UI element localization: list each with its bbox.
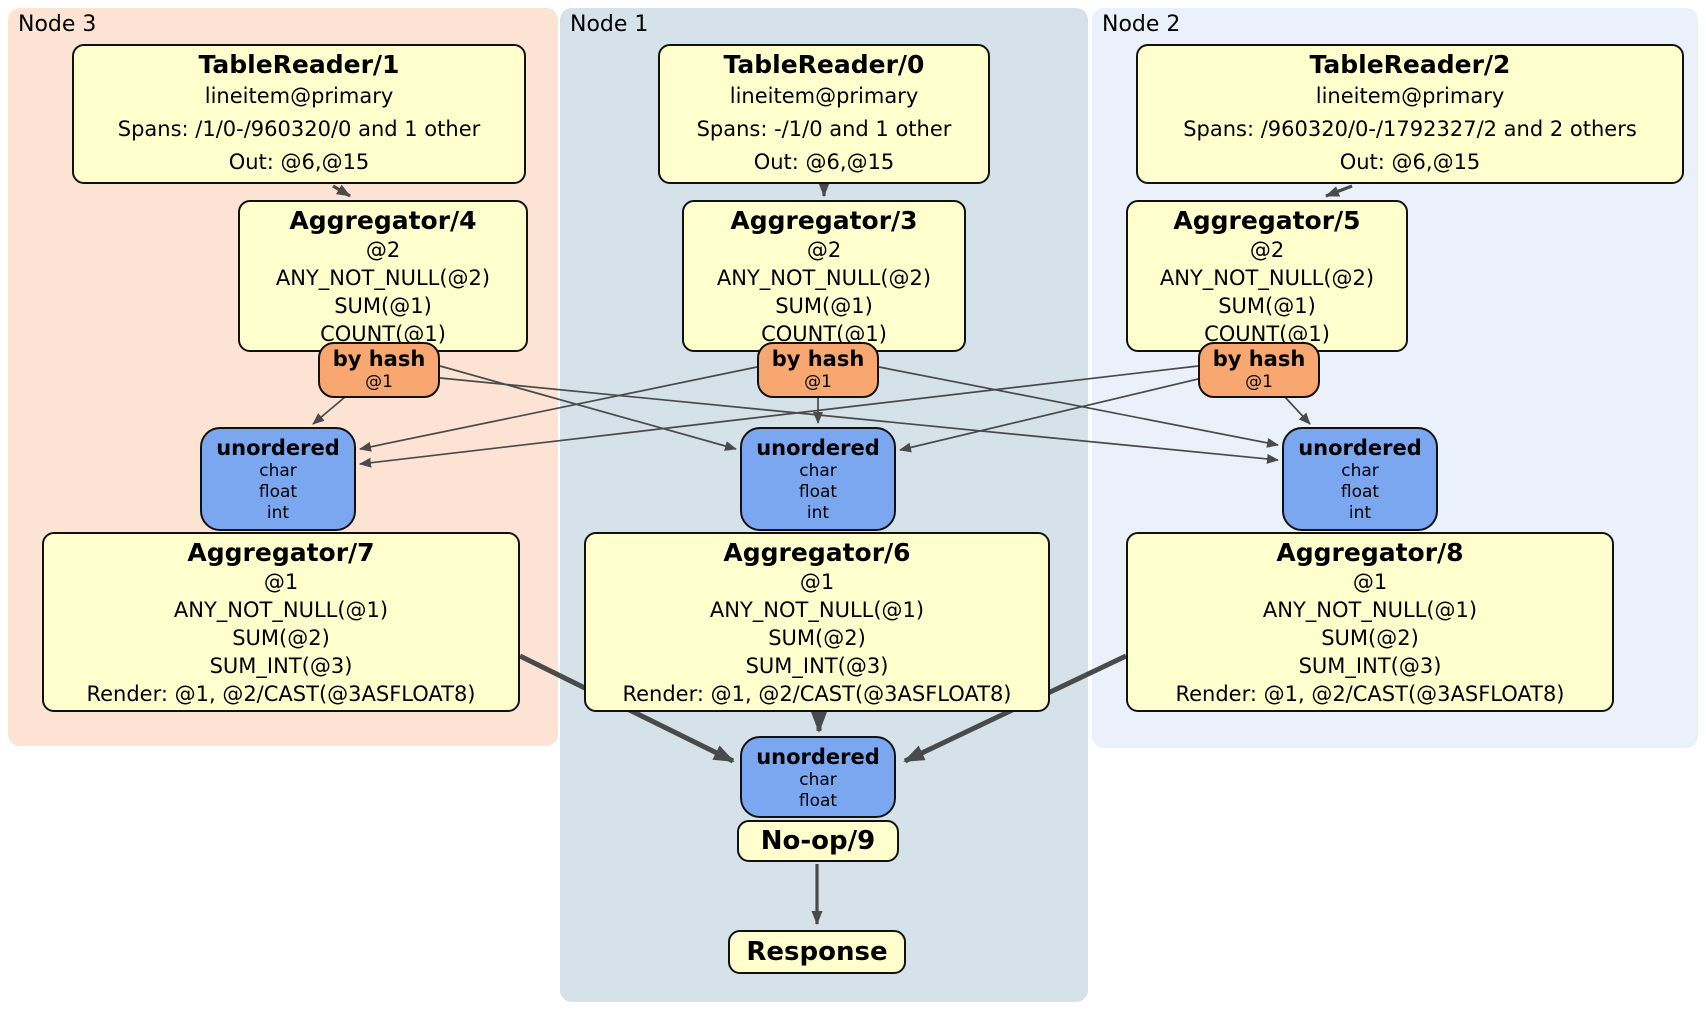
edge-hash3-sync2 — [439, 377, 1279, 464]
box-line: SUM(@1) — [1218, 294, 1316, 318]
box-line: @1 — [799, 570, 835, 594]
unordered-sync-final: unordered char float — [740, 736, 896, 818]
box-title: No-op/9 — [760, 826, 876, 856]
box-title: TableReader/1 — [198, 50, 400, 79]
sync-title: unordered — [1298, 436, 1422, 460]
sync-type: char — [259, 461, 297, 481]
edge-hash3-sync1 — [439, 365, 737, 451]
noop-box: No-op/9 — [737, 820, 899, 862]
router-key: @1 — [365, 372, 393, 392]
router-title: by hash — [332, 347, 426, 371]
edge-hash2-sync3 — [359, 365, 1199, 468]
box-line: Out: @6,@15 — [1339, 150, 1481, 174]
box-line: SUM_INT(@3) — [745, 654, 889, 678]
box-line: Spans: /960320/0-/1792327/2 and 2 others — [1183, 117, 1637, 141]
box-line: SUM(@2) — [1321, 626, 1419, 650]
sync-title: unordered — [756, 745, 880, 769]
box-line: Out: @6,@15 — [228, 150, 370, 174]
box-line: Spans: -/1/0 and 1 other — [696, 117, 952, 141]
box-line: Render: @1, @2/CAST(@3ASFLOAT8) — [1175, 682, 1565, 706]
box-line: ANY_NOT_NULL(@2) — [275, 266, 491, 290]
sync-type: float — [798, 791, 838, 811]
sync-type: char — [799, 461, 837, 481]
sync-title: unordered — [216, 436, 340, 460]
aggregator-5-box: Aggregator/5 @2 ANY_NOT_NULL(@2) SUM(@1)… — [1126, 200, 1408, 352]
box-line: ANY_NOT_NULL(@1) — [709, 598, 925, 622]
sync-type: char — [1341, 461, 1379, 481]
node2-label: Node 2 — [1102, 12, 1181, 37]
sync-type: int — [266, 503, 290, 523]
edge-hash1-sync3 — [359, 366, 758, 452]
box-line: SUM(@2) — [232, 626, 330, 650]
box-title: Aggregator/4 — [289, 206, 477, 235]
sync-type: int — [806, 503, 830, 523]
box-line: @2 — [806, 238, 842, 262]
edge-hash2-sync2 — [1283, 395, 1311, 425]
box-line: @2 — [365, 238, 401, 262]
box-title: Aggregator/3 — [730, 206, 918, 235]
sync-type: float — [258, 482, 298, 502]
response-box: Response — [728, 930, 906, 974]
box-line: SUM_INT(@3) — [1298, 654, 1442, 678]
box-line: lineitem@primary — [204, 84, 394, 108]
sync-type: char — [799, 770, 837, 790]
box-line: lineitem@primary — [1315, 84, 1505, 108]
box-line: Out: @6,@15 — [753, 150, 895, 174]
box-line: @1 — [1352, 570, 1388, 594]
edge-hash2-sync1 — [899, 378, 1199, 453]
tablereader-0-box: TableReader/0 lineitem@primary Spans: -/… — [658, 44, 990, 184]
box-line: SUM(@2) — [768, 626, 866, 650]
sync-type: int — [1348, 503, 1372, 523]
box-line: @2 — [1249, 238, 1285, 262]
box-title: Aggregator/8 — [1276, 538, 1464, 567]
aggregator-7-box: Aggregator/7 @1 ANY_NOT_NULL(@1) SUM(@2)… — [42, 532, 520, 712]
edge-tr2-agg5 — [1325, 184, 1353, 198]
unordered-sync-node2: unordered char float int — [1282, 427, 1438, 531]
box-line: ANY_NOT_NULL(@2) — [716, 266, 932, 290]
box-line: Render: @1, @2/CAST(@3ASFLOAT8) — [86, 682, 476, 706]
box-line: ANY_NOT_NULL(@2) — [1159, 266, 1375, 290]
edge-tr1-agg4 — [332, 184, 351, 198]
box-title: TableReader/0 — [723, 50, 925, 79]
router-key: @1 — [804, 372, 832, 392]
hash-router-node2: by hash @1 — [1198, 342, 1320, 398]
box-title: Aggregator/6 — [723, 538, 911, 567]
hash-router-node1: by hash @1 — [757, 342, 879, 398]
box-line: Render: @1, @2/CAST(@3ASFLOAT8) — [622, 682, 1012, 706]
aggregator-6-box: Aggregator/6 @1 ANY_NOT_NULL(@1) SUM(@2)… — [584, 532, 1050, 712]
sync-type: float — [1340, 482, 1380, 502]
box-line: Spans: /1/0-/960320/0 and 1 other — [117, 117, 481, 141]
edge-hash1-sync2 — [878, 366, 1279, 448]
box-line: @1 — [263, 570, 299, 594]
node1-label: Node 1 — [570, 12, 649, 37]
router-title: by hash — [771, 347, 865, 371]
aggregator-4-box: Aggregator/4 @2 ANY_NOT_NULL(@2) SUM(@1)… — [238, 200, 528, 352]
box-line: lineitem@primary — [729, 84, 919, 108]
box-line: SUM(@1) — [775, 294, 873, 318]
unordered-sync-node3: unordered char float int — [200, 427, 356, 531]
router-key: @1 — [1245, 372, 1273, 392]
box-title: TableReader/2 — [1309, 50, 1511, 79]
sync-title: unordered — [756, 436, 880, 460]
aggregator-3-box: Aggregator/3 @2 ANY_NOT_NULL(@2) SUM(@1)… — [682, 200, 966, 352]
box-title: Aggregator/5 — [1173, 206, 1361, 235]
node3-label: Node 3 — [18, 12, 97, 37]
hash-router-node3: by hash @1 — [318, 342, 440, 398]
aggregator-8-box: Aggregator/8 @1 ANY_NOT_NULL(@1) SUM(@2)… — [1126, 532, 1614, 712]
tablereader-1-box: TableReader/1 lineitem@primary Spans: /1… — [72, 44, 526, 184]
box-line: ANY_NOT_NULL(@1) — [1262, 598, 1478, 622]
router-title: by hash — [1212, 347, 1306, 371]
sync-type: float — [798, 482, 838, 502]
box-line: SUM_INT(@3) — [209, 654, 353, 678]
edge-hash3-sync3 — [312, 396, 346, 425]
box-line: ANY_NOT_NULL(@1) — [173, 598, 389, 622]
unordered-sync-node1: unordered char float int — [740, 427, 896, 531]
box-title: Response — [746, 937, 888, 967]
tablereader-2-box: TableReader/2 lineitem@primary Spans: /9… — [1136, 44, 1684, 184]
box-line: SUM(@1) — [334, 294, 432, 318]
box-title: Aggregator/7 — [187, 538, 375, 567]
